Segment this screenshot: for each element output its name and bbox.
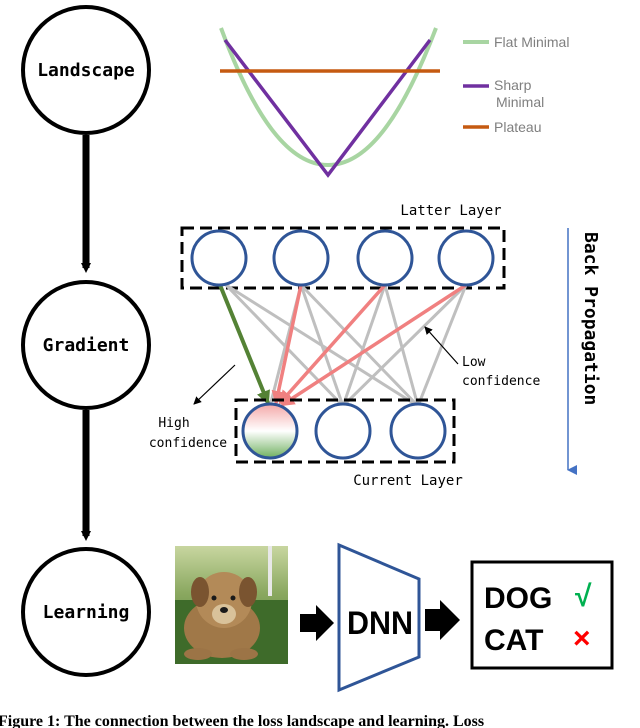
latter-layer-label: Latter Layer bbox=[400, 203, 501, 219]
low-confidence-label-2: confidence bbox=[462, 374, 540, 389]
stage-flow: Landscape Gradient Learning bbox=[21, 5, 151, 677]
flat-minimal-curve bbox=[219, 27, 438, 168]
gradient-label: Gradient bbox=[43, 335, 130, 356]
current-node-2 bbox=[314, 402, 372, 460]
latter-node-2 bbox=[272, 229, 330, 287]
figure-caption: Figure 1: The connection between the los… bbox=[0, 713, 484, 728]
gradient-node bbox=[21, 280, 151, 410]
landscape-plot: Flat Minimal Sharp Minimal Plateau bbox=[219, 27, 569, 178]
output-arrow bbox=[425, 600, 460, 640]
cat-label: CAT bbox=[484, 624, 543, 657]
latter-layer-box bbox=[180, 226, 506, 290]
learning-row: DNN DOG √ CAT × bbox=[175, 542, 614, 693]
latter-node-4 bbox=[437, 229, 495, 287]
low-confidence-pointer bbox=[424, 326, 459, 365]
current-layer-box bbox=[234, 398, 456, 464]
learning-node bbox=[21, 547, 151, 677]
low-confidence-edges bbox=[224, 283, 468, 408]
back-propagation-label: Back Propagation bbox=[580, 232, 601, 405]
learning-label: Learning bbox=[43, 602, 130, 623]
latter-node-1 bbox=[190, 229, 248, 287]
legend-sharp-label-2: Minimal bbox=[496, 94, 544, 110]
high-confidence-pointer bbox=[193, 364, 236, 405]
sharp-edges bbox=[271, 283, 467, 407]
landscape-label: Landscape bbox=[37, 60, 135, 81]
legend-plateau-label: Plateau bbox=[494, 119, 541, 135]
dnn-label: DNN bbox=[347, 605, 413, 641]
dnn-trapezoid bbox=[337, 542, 421, 693]
high-confidence-label-1: High bbox=[158, 416, 189, 431]
legend-sharp-label-1: Sharp bbox=[494, 77, 532, 93]
sharp-minimal-curve bbox=[223, 38, 432, 178]
dog-label: DOG bbox=[484, 582, 552, 615]
latter-node-3 bbox=[356, 229, 414, 287]
legend-flat-label: Flat Minimal bbox=[494, 34, 569, 50]
network-diagram: Latter Layer Curren bbox=[149, 203, 601, 489]
dog-photo bbox=[175, 546, 288, 664]
low-confidence-label-1: Low bbox=[462, 355, 486, 370]
cross-icon: × bbox=[573, 622, 591, 655]
landscape-node bbox=[21, 5, 151, 135]
current-layer-label: Current Layer bbox=[353, 473, 463, 489]
current-node-3 bbox=[389, 402, 447, 460]
input-arrow bbox=[300, 605, 334, 641]
check-icon: √ bbox=[575, 580, 592, 613]
prediction-box bbox=[470, 560, 614, 670]
current-node-high bbox=[241, 402, 299, 460]
high-confidence-label-2: confidence bbox=[149, 436, 227, 451]
high-confidence-edge bbox=[218, 284, 270, 405]
